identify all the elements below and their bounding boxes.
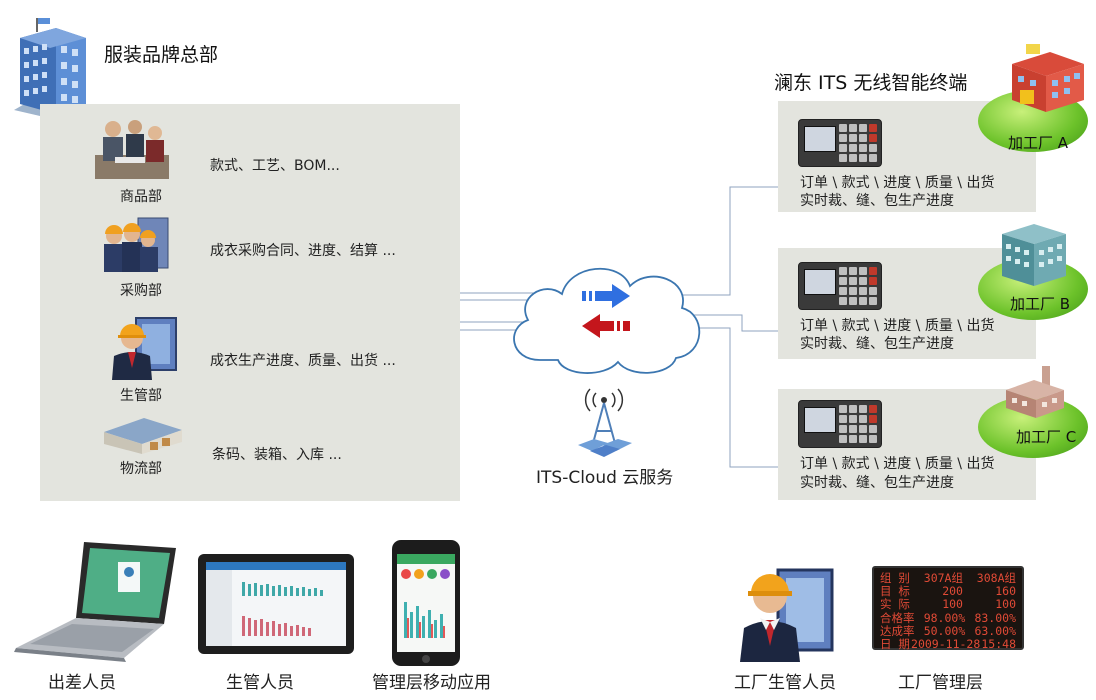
its-terminal-icon <box>798 400 882 448</box>
led-row: 目 标 200 160 <box>880 585 1016 598</box>
cloud-service-label: ITS-Cloud 云服务 <box>536 468 674 488</box>
led-cell: 15:48 <box>981 637 1016 652</box>
terminal-info-line1: 订单 \ 款式 \ 进度 \ 质量 \ 出货 <box>800 456 995 472</box>
led-cell: 实 际 <box>880 597 910 612</box>
caption-laptop: 出差人员 <box>48 673 116 693</box>
dept-info-purchasing: 成衣采购合同、进度、结算 ... <box>210 243 396 259</box>
meeting-people-icon <box>95 115 169 181</box>
led-display-board: 组 别 307A组 308A组 目 标 200 160 实 际 100 100 合格率 98.… <box>872 566 1024 652</box>
led-cell: 100 <box>942 597 963 612</box>
led-cell: 50.00% <box>923 623 966 638</box>
caption-worker: 工厂生管人员 <box>734 673 836 693</box>
led-cell: 307A组 <box>923 571 963 585</box>
factory-building-icon <box>1006 42 1086 112</box>
factory-building-icon <box>998 220 1070 286</box>
caption-board: 工厂管理层 <box>898 673 983 693</box>
led-row: 合格率 98.00% 83.00% <box>880 610 1016 625</box>
led-cell: 目 标 <box>880 584 910 599</box>
caption-tablet: 生管人员 <box>226 673 294 693</box>
terminal-info-line2: 实时裁、缝、包生产进度 <box>800 193 954 209</box>
led-cell: 98.00% <box>923 610 966 625</box>
terminal-info-line2: 实时裁、缝、包生产进度 <box>800 475 954 491</box>
led-cell: 63.00% <box>974 623 1016 638</box>
led-cell: 2009-11-28 <box>911 637 981 652</box>
dept-name-merchandise: 商品部 <box>120 189 162 205</box>
cloud-icon <box>500 250 710 380</box>
led-cell: 160 <box>995 584 1016 599</box>
led-row: 达成率 50.00% 63.00% <box>880 623 1016 638</box>
dept-name-logistics: 物流部 <box>120 461 162 477</box>
caption-phone: 管理层移动应用 <box>372 673 491 693</box>
its-terminal-icon <box>798 262 882 310</box>
wireless-tower-icon <box>572 385 636 457</box>
dept-info-merchandise: 款式、工艺、BOM... <box>210 158 340 174</box>
warehouse-icon <box>104 414 182 454</box>
factory-label-b: 加工厂 B <box>1010 295 1071 313</box>
factory-worker-icon <box>738 558 834 662</box>
led-cell: 日 期 <box>880 637 910 652</box>
dept-info-production: 成衣生产进度、质量、出货 ... <box>210 353 396 369</box>
led-cell: 达成率 <box>880 623 915 638</box>
purchasing-people-icon <box>100 214 170 276</box>
led-cell: 组 别 <box>880 571 910 585</box>
terminal-info-line1: 订单 \ 款式 \ 进度 \ 质量 \ 出货 <box>800 318 995 334</box>
smartphone-icon <box>392 540 460 666</box>
terminals-title: 澜东 ITS 无线智能终端 <box>774 72 968 94</box>
factory-label-a: 加工厂 A <box>1008 134 1069 152</box>
factory-building-icon <box>1004 366 1066 418</box>
upload-arrow-icon <box>582 284 632 308</box>
led-cell: 100 <box>995 597 1016 612</box>
laptop-icon <box>14 540 180 662</box>
download-arrow-icon <box>580 314 630 338</box>
dept-info-logistics: 条码、装箱、入库 ... <box>212 447 342 463</box>
hq-title: 服装品牌总部 <box>104 44 219 66</box>
terminal-info-line1: 订单 \ 款式 \ 进度 \ 质量 \ 出货 <box>800 175 995 191</box>
dept-name-purchasing: 采购部 <box>120 283 162 299</box>
factory-label-c: 加工厂 C <box>1016 428 1077 446</box>
production-manager-icon <box>108 312 180 380</box>
led-row: 实 际 100 100 <box>880 598 1016 611</box>
its-terminal-icon <box>798 119 882 167</box>
dept-name-production: 生管部 <box>120 388 162 404</box>
led-cell: 200 <box>942 584 963 599</box>
terminal-info-line2: 实时裁、缝、包生产进度 <box>800 336 954 352</box>
tablet-icon <box>198 554 354 654</box>
led-cell: 83.00% <box>974 610 1016 625</box>
led-row: 组 别 307A组 308A组 <box>880 571 1016 585</box>
led-cell: 合格率 <box>880 610 915 625</box>
led-cell: 308A组 <box>976 571 1016 585</box>
